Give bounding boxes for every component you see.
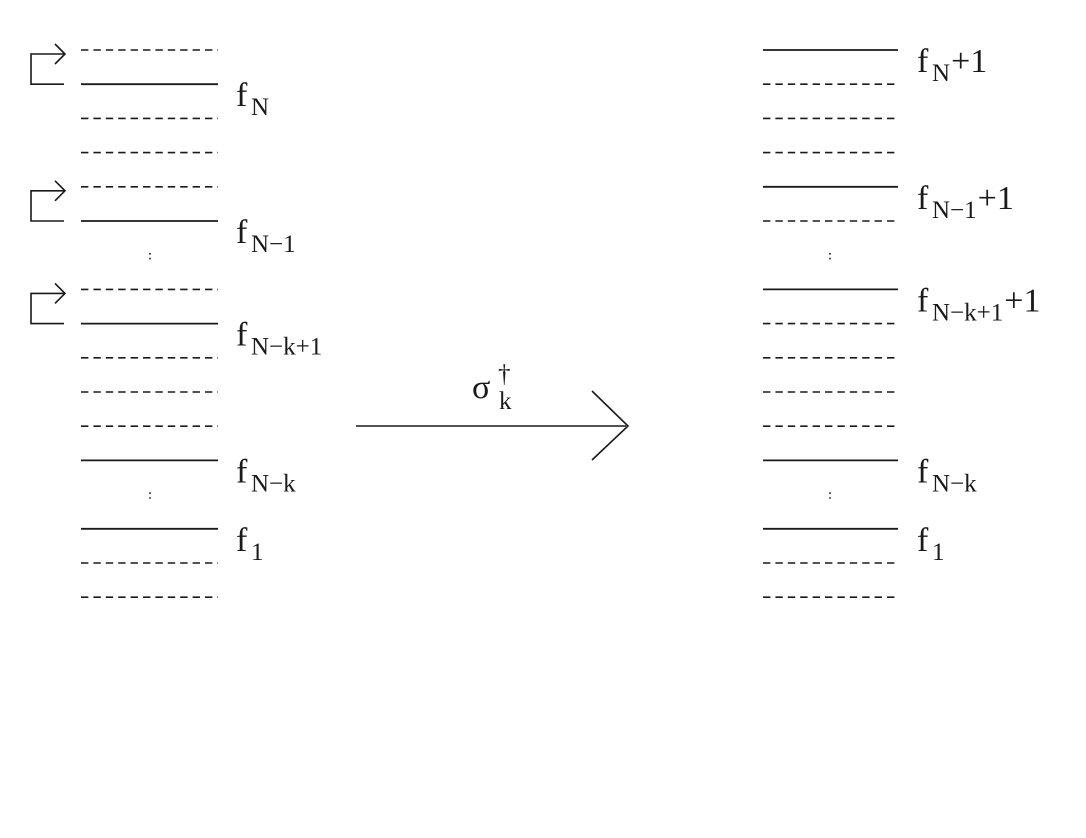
transition-arrow <box>356 390 630 461</box>
left-level-label: f <box>236 453 248 490</box>
left-level-label-sub: N <box>251 94 269 121</box>
operator-symbol: σ <box>472 369 490 406</box>
transition-arrow-head <box>591 390 630 461</box>
right-level-label: f <box>917 522 929 559</box>
right-level-label-sub: N <box>932 60 950 87</box>
right-level-label: f <box>917 453 929 490</box>
operator-superscript: † <box>498 361 511 388</box>
right-level-label-tail: +1 <box>951 43 987 80</box>
right-level-label: f <box>917 43 929 80</box>
left-raise-arrow-head-icon <box>54 180 67 202</box>
right-level-label-tail: +1 <box>1004 282 1040 319</box>
left-raise-arrow-head-icon <box>54 282 67 304</box>
right-level-label-sub: N−k <box>932 470 977 497</box>
left-level-label-sub: 1 <box>251 539 264 566</box>
left-level-label: f <box>236 214 248 251</box>
operator-subscript: k <box>499 388 512 415</box>
left-raise-arrow-icon <box>30 190 64 222</box>
right-level-label-sub: 1 <box>932 539 945 566</box>
right-level-label-sub: N−k+1 <box>932 299 1003 326</box>
right-level-label-tail: +1 <box>978 180 1014 217</box>
left-level-label-sub: N−k+1 <box>251 334 322 361</box>
left-level-label-sub: N−k <box>251 470 296 497</box>
right-level-label-sub: N−1 <box>932 197 977 224</box>
right-level-label: f <box>917 282 929 319</box>
left-level-label: f <box>236 317 248 354</box>
operator-label: σ k † <box>472 361 512 415</box>
left-level-label: f <box>236 77 248 114</box>
left-level-label-sub: N−1 <box>251 231 296 258</box>
left-raise-arrow-icon <box>30 53 64 85</box>
left-raise-arrow-icon <box>30 292 64 325</box>
left-level-label: f <box>236 522 248 559</box>
left-raise-arrow-head-icon <box>54 43 67 65</box>
right-level-label: f <box>917 180 929 217</box>
